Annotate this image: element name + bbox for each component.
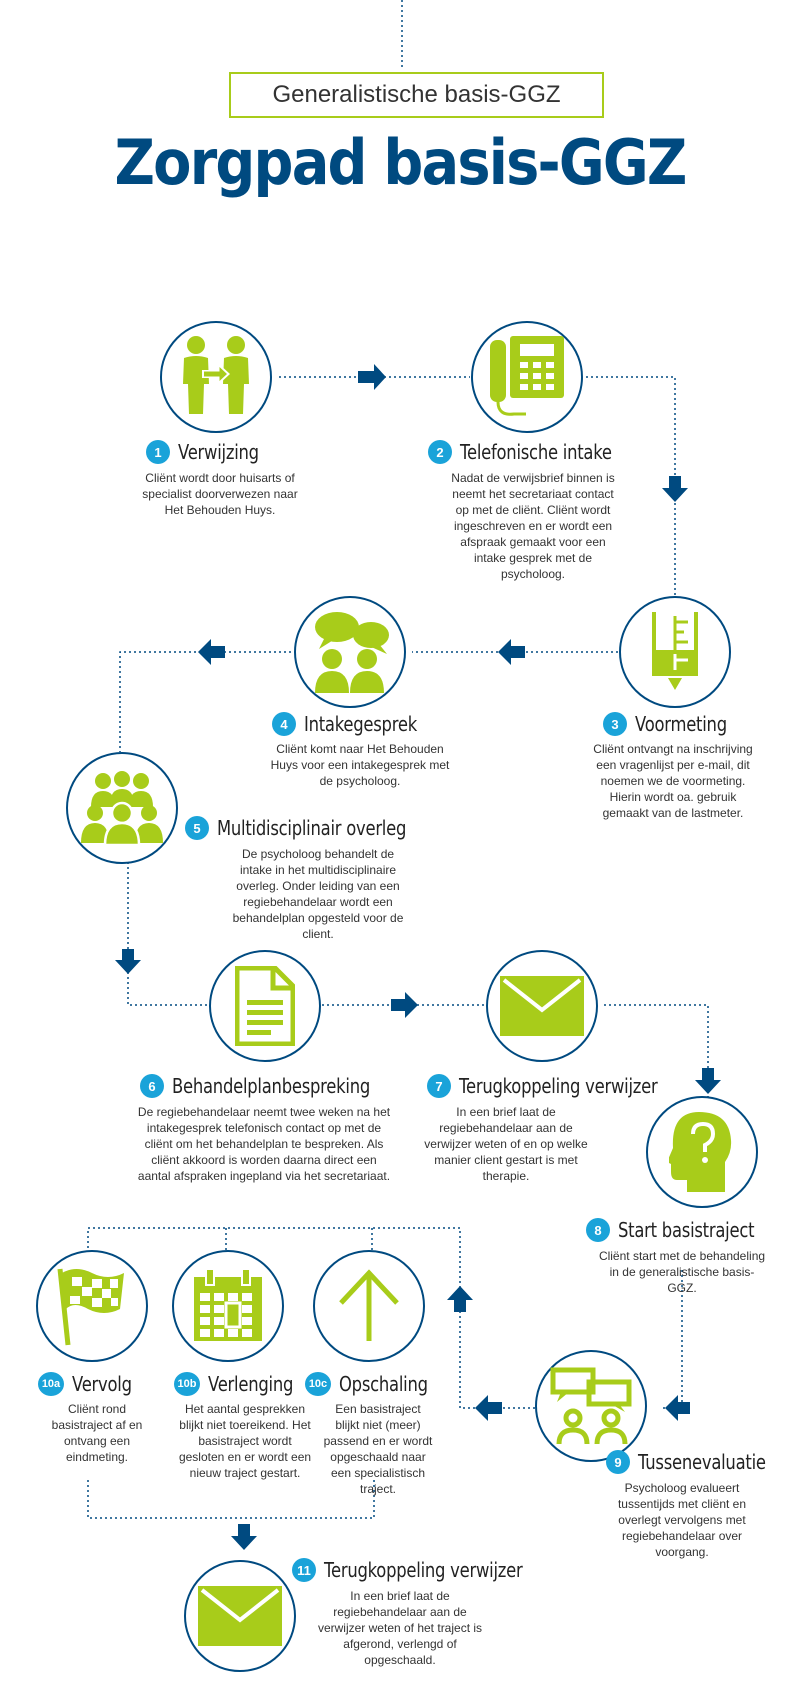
step-10b-circle — [172, 1250, 284, 1362]
step-4-heading: 4 Intakegesprek — [272, 712, 442, 736]
step-3-circle — [619, 596, 731, 708]
step-6-title: Behandelplanbespreking — [172, 1074, 371, 1098]
step-6-circle — [209, 950, 321, 1062]
step-4-circle — [294, 596, 406, 708]
step-11-circle — [184, 1560, 296, 1672]
envelope-icon — [500, 976, 584, 1036]
step-11-title: Terugkoppeling verwijzer — [324, 1558, 523, 1582]
step-11-description: In een brief laat de regiebehandelaar aa… — [317, 1589, 483, 1667]
telephone-icon — [490, 336, 564, 416]
step-5-description: De psycholoog behandelt de intake in het… — [232, 847, 404, 941]
step-1-title: Verwijzing — [178, 440, 259, 464]
step-10b-description: Het aantal gesprekken blijkt niet toerei… — [178, 1402, 312, 1480]
step-6-badge: 6 — [140, 1074, 164, 1098]
step-10c-title: Opschaling — [339, 1372, 428, 1396]
step-2-heading: 2 Telefonische intake — [428, 440, 645, 464]
step-4-badge: 4 — [272, 712, 296, 736]
step-5-badge: 5 — [185, 816, 209, 840]
step-4-title: Intakegesprek — [304, 712, 417, 736]
step-10c-badge: 10c — [305, 1372, 331, 1396]
step-3-description: Cliënt ontvangt na inschrijving een vrag… — [593, 742, 753, 820]
step-9-title: Tussenevaluatie — [638, 1450, 766, 1474]
checkered-flag-icon — [57, 1268, 124, 1346]
subtitle-text: Generalistische basis-GGZ — [272, 81, 561, 108]
step-8-heading: 8 Start basistraject — [586, 1218, 784, 1242]
step-7-heading: 7 Terugkoppeling verwijzer — [427, 1074, 701, 1098]
step-5-title: Multidisciplinair overleg — [217, 816, 407, 840]
step-2-description: Nadat de verwijsbrief binnen is neemt he… — [451, 471, 615, 581]
step-7-title: Terugkoppeling verwijzer — [459, 1074, 658, 1098]
step-1-badge: 1 — [146, 440, 170, 464]
step-7-circle — [486, 950, 598, 1062]
step-10c-heading: 10c Opschaling — [305, 1372, 447, 1396]
step-11-heading: 11 Terugkoppeling verwijzer — [292, 1558, 566, 1582]
step-1-description: Cliënt wordt door huisarts of specialist… — [142, 471, 298, 517]
step-10a-heading: 10a Vervolg — [38, 1372, 145, 1396]
step-10a-description: Cliënt rond basistraject af en ontvang e… — [51, 1402, 143, 1464]
step-10b-title: Verlenging — [208, 1372, 294, 1396]
step-8-circle — [646, 1096, 758, 1208]
step-5-circle — [66, 752, 178, 864]
step-6-heading: 6 Behandelplanbespreking — [140, 1074, 414, 1098]
step-10a-badge: 10a — [38, 1372, 64, 1396]
step-10c-description: Een basistraject blijkt niet (meer) pass… — [323, 1402, 433, 1496]
discussion-icon — [550, 1367, 632, 1445]
step-3-heading: 3 Voormeting — [603, 712, 747, 736]
step-7-badge: 7 — [427, 1074, 451, 1098]
step-8-title: Start basistraject — [618, 1218, 755, 1242]
step-3-title: Voormeting — [635, 712, 727, 736]
head-question-icon — [669, 1112, 732, 1192]
page-title: Zorgpad basis-GGZ — [114, 126, 688, 199]
step-2-circle — [471, 321, 583, 433]
arrow-up-icon — [339, 1269, 399, 1341]
step-5-heading: 5 Multidisciplinair overleg — [185, 816, 448, 840]
step-6-description: De regiebehandelaar neemt twee weken na … — [137, 1105, 391, 1183]
step-9-heading: 9 Tussenevaluatie — [606, 1450, 794, 1474]
step-10b-heading: 10b Verlenging — [174, 1372, 312, 1396]
envelope-icon — [198, 1586, 282, 1646]
step-10a-title: Vervolg — [72, 1372, 132, 1396]
step-1-heading: 1 Verwijzing — [146, 440, 277, 464]
document-icon — [235, 966, 295, 1046]
step-9-circle — [535, 1350, 647, 1462]
subtitle-box: Generalistische basis-GGZ — [229, 72, 604, 118]
step-1-circle — [160, 321, 272, 433]
step-7-description: In een brief laat de regiebehandelaar aa… — [424, 1105, 588, 1183]
step-2-title: Telefonische intake — [460, 440, 612, 464]
measuring-cup-icon — [652, 612, 698, 690]
step-8-description: Cliënt start met de behandeling in de ge… — [598, 1249, 766, 1295]
step-4-description: Cliënt komt naar Het Behouden Huys voor … — [270, 742, 450, 788]
referral-people-icon — [183, 336, 249, 414]
calendar-icon — [194, 1269, 262, 1341]
step-8-badge: 8 — [586, 1218, 610, 1242]
step-2-badge: 2 — [428, 440, 452, 464]
group-icon — [81, 771, 163, 845]
step-11-badge: 11 — [292, 1558, 316, 1582]
step-10c-circle — [313, 1250, 425, 1362]
step-10a-circle — [36, 1250, 148, 1362]
step-9-badge: 9 — [606, 1450, 630, 1474]
conversation-icon — [315, 612, 389, 693]
step-3-badge: 3 — [603, 712, 627, 736]
step-10b-badge: 10b — [174, 1372, 200, 1396]
step-9-description: Psycholoog evalueert tussentijds met cli… — [617, 1481, 747, 1559]
